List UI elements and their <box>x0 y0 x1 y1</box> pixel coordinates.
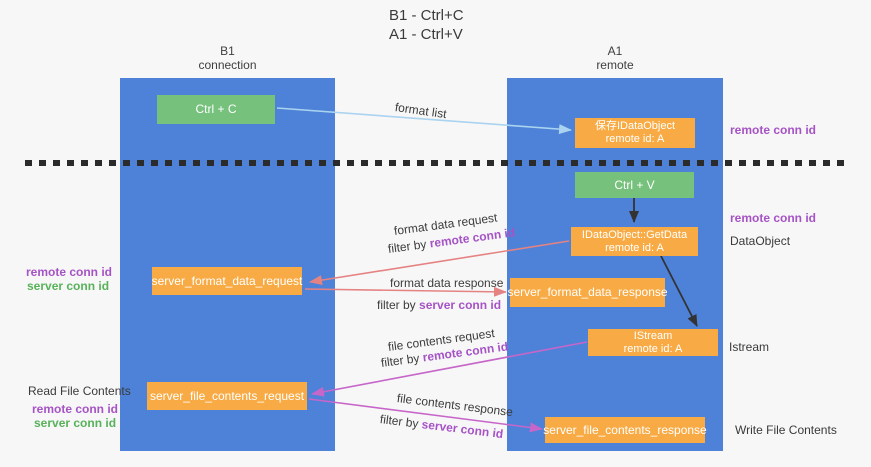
server-file-contents-response-label: server_file_contents_response <box>543 422 707 437</box>
label-format-list: format list <box>394 100 448 122</box>
filter-by-text: filter by <box>380 351 421 370</box>
istream-line2: remote id: A <box>623 342 683 355</box>
title-line-2: A1 - Ctrl+V <box>389 26 463 43</box>
annotation-istream: Istream <box>729 340 770 354</box>
annotation-server-conn-id-left1: server conn id <box>27 279 110 293</box>
istream-line1: IStream <box>633 329 673 342</box>
node-save-idataobject: 保存IDataObject remote id: A <box>575 118 695 148</box>
node-server-format-data-response: server_format_data_response <box>507 278 668 307</box>
node-server-format-data-request: server_format_data_request <box>152 267 302 295</box>
diagram-title: B1 - Ctrl+C A1 - Ctrl+V <box>389 6 464 44</box>
annotation-remote-conn-id-left1: remote conn id <box>26 265 113 279</box>
node-server-file-contents-response: server_file_contents_response <box>543 417 707 443</box>
annotation-dataobject: DataObject <box>730 234 791 248</box>
getdata-line2: remote id: A <box>605 241 664 254</box>
lane-header-b1: B1 connection <box>120 44 335 72</box>
getdata-line1: IDataObject::GetData <box>581 228 688 241</box>
label-file-contents-response: file contents response <box>396 391 514 420</box>
server-format-data-response-label: server_format_data_response <box>507 285 668 299</box>
lane-b1-name: B1 <box>220 44 235 58</box>
node-idataobject-getdata: IDataObject::GetData remote id: A <box>571 227 698 256</box>
ctrl-c-label: Ctrl + C <box>195 102 237 116</box>
lane-header-a1: A1 remote <box>507 44 723 72</box>
lane-b1-role: connection <box>198 58 257 72</box>
annotation-remote-conn-id-mid: remote conn id <box>730 211 817 225</box>
annotation-remote-conn-id-top: remote conn id <box>730 123 817 137</box>
node-ctrl-v: Ctrl + V <box>575 172 694 198</box>
label-filter-server-2: filter by server conn id <box>379 412 504 441</box>
label-format-data-response: format data response <box>390 276 504 290</box>
save-idataobject-line2: remote id: A <box>605 133 665 145</box>
annotation-server-conn-id-left2: server conn id <box>34 416 117 430</box>
server-file-contents-request-label: server_file_contents_request <box>149 388 305 403</box>
node-server-file-contents-request: server_file_contents_request <box>147 382 307 410</box>
annotation-write-file-contents: Write File Contents <box>735 423 837 437</box>
filter-by-text: filter by <box>379 412 420 431</box>
node-ctrl-c: Ctrl + C <box>157 95 275 124</box>
title-line-1: B1 - Ctrl+C <box>389 7 464 24</box>
server-format-data-request-label: server_format_data_request <box>151 273 303 288</box>
filter-by-text: filter by <box>387 237 428 256</box>
lane-a1-name: A1 <box>607 44 623 58</box>
annotation-read-file-contents: Read File Contents <box>28 384 131 398</box>
lane-a1-role: remote <box>596 58 634 72</box>
server-conn-id-text: server conn id <box>419 298 502 312</box>
filter-by-text: filter by <box>377 298 416 312</box>
ctrl-v-label: Ctrl + V <box>614 177 655 192</box>
annotation-remote-conn-id-left2: remote conn id <box>32 402 119 416</box>
server-conn-id-text: server conn id <box>420 417 504 442</box>
label-filter-server-1: filter by server conn id <box>377 298 501 312</box>
node-istream: IStream remote id: A <box>588 329 718 356</box>
save-idataobject-line1: 保存IDataObject <box>594 120 676 132</box>
